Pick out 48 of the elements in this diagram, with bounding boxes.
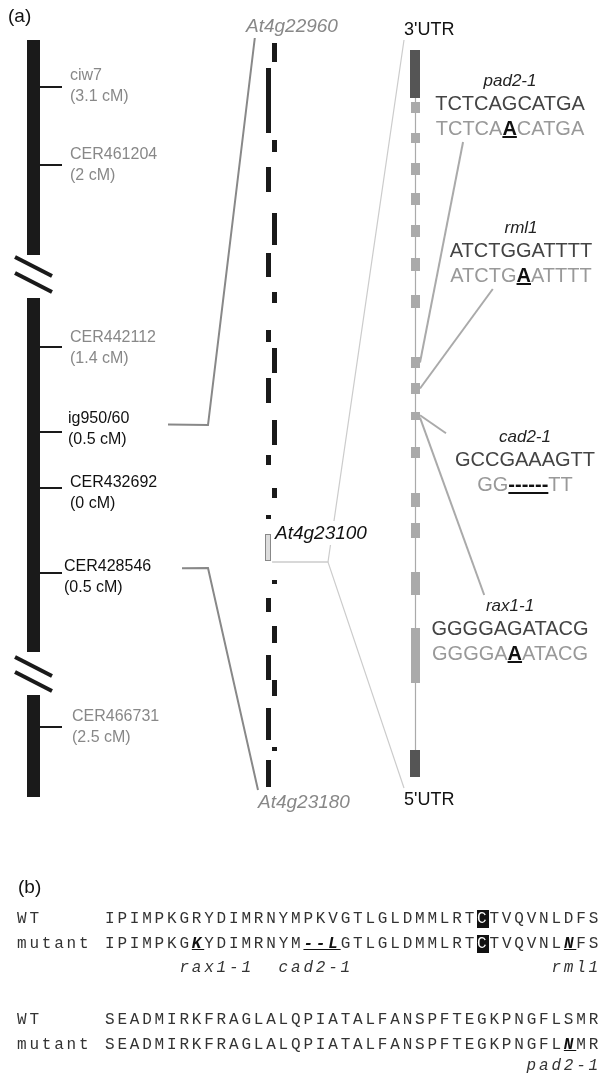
marker-label: CER466731 (2.5 cM) bbox=[72, 706, 160, 747]
wild-type-sequence: GGGGAGATACG bbox=[430, 616, 590, 641]
gene-label: At4g23180 bbox=[258, 790, 368, 814]
row-label: mutant bbox=[17, 1036, 92, 1054]
mutation-label: rml1 bbox=[551, 959, 601, 977]
protein-sequence: IPIMPKGKYDIMRNYM--LGTLGLDMMLRTCTVQVNLNFS bbox=[105, 935, 602, 953]
marker-label: ciw7 (3.1 cM) bbox=[70, 65, 129, 106]
protein-sequence: SEADMIRKFRAGLALQPIATALFANSPFTEGKPNGFLSMR bbox=[105, 1011, 602, 1029]
leader-line bbox=[419, 141, 465, 364]
protein-sequence: IPIMPKGRYDIMRNYMPKVGTLGLDMMLRTCTVQVNLDFS bbox=[105, 910, 602, 928]
leader-line bbox=[419, 414, 447, 435]
leader-line bbox=[419, 288, 494, 390]
marker-label: ig950/60 (0.5 cM) bbox=[68, 407, 168, 451]
marker-label: CER428546 (0.5 cM) bbox=[64, 555, 182, 599]
wild-type-sequence: GCCGAAAGTT bbox=[454, 447, 596, 472]
marker-label: CER432692 (0 cM) bbox=[70, 472, 158, 513]
exon-bar bbox=[411, 357, 420, 368]
row-label: WT bbox=[17, 1011, 42, 1029]
mutant-sequence: ATCTGAATTTT bbox=[449, 263, 593, 288]
leader-line bbox=[419, 416, 486, 596]
mutation-label: rax1-1 bbox=[179, 959, 254, 977]
row-label: WT bbox=[17, 910, 42, 928]
gene-label: At4g22960 bbox=[246, 14, 356, 38]
mutation-label: rax1-1 bbox=[484, 595, 536, 616]
row-label: mutant bbox=[17, 935, 92, 953]
protein-sequence: SEADMIRKFRAGLALQPIATALFANSPFTEGKPNGFLNMR bbox=[105, 1036, 602, 1054]
mutation-label: pad2-1 bbox=[482, 70, 538, 91]
mutant-sequence: GGGGAAATACG bbox=[431, 641, 589, 666]
mutant-sequence: GG------TT bbox=[476, 472, 574, 497]
panel-label: (b) bbox=[18, 876, 42, 898]
connector-line bbox=[271, 561, 405, 789]
connector-line bbox=[181, 567, 259, 791]
gene-label: At4g23100 bbox=[275, 521, 367, 545]
marker-label: CER442112 (1.4 cM) bbox=[70, 327, 156, 368]
marker-label: CER461204 (2 cM) bbox=[70, 144, 158, 185]
mutation-label: rml1 bbox=[503, 217, 539, 238]
wild-type-sequence: TCTCAGCATGA bbox=[434, 91, 586, 116]
mutation-label: cad2-1 bbox=[498, 426, 552, 447]
mutation-label: pad2-1 bbox=[526, 1057, 601, 1075]
mutation-label: cad2-1 bbox=[278, 959, 353, 977]
panel-label: (a) bbox=[8, 5, 32, 27]
exon-bar bbox=[411, 412, 420, 420]
exon-bar bbox=[411, 383, 420, 394]
utr-label: 3'UTR bbox=[404, 18, 470, 40]
mutant-sequence: TCTCAACATGA bbox=[434, 116, 586, 141]
connector-line bbox=[167, 37, 256, 426]
utr-label: 5'UTR bbox=[404, 788, 470, 810]
wild-type-sequence: ATCTGGATTTT bbox=[448, 238, 594, 263]
